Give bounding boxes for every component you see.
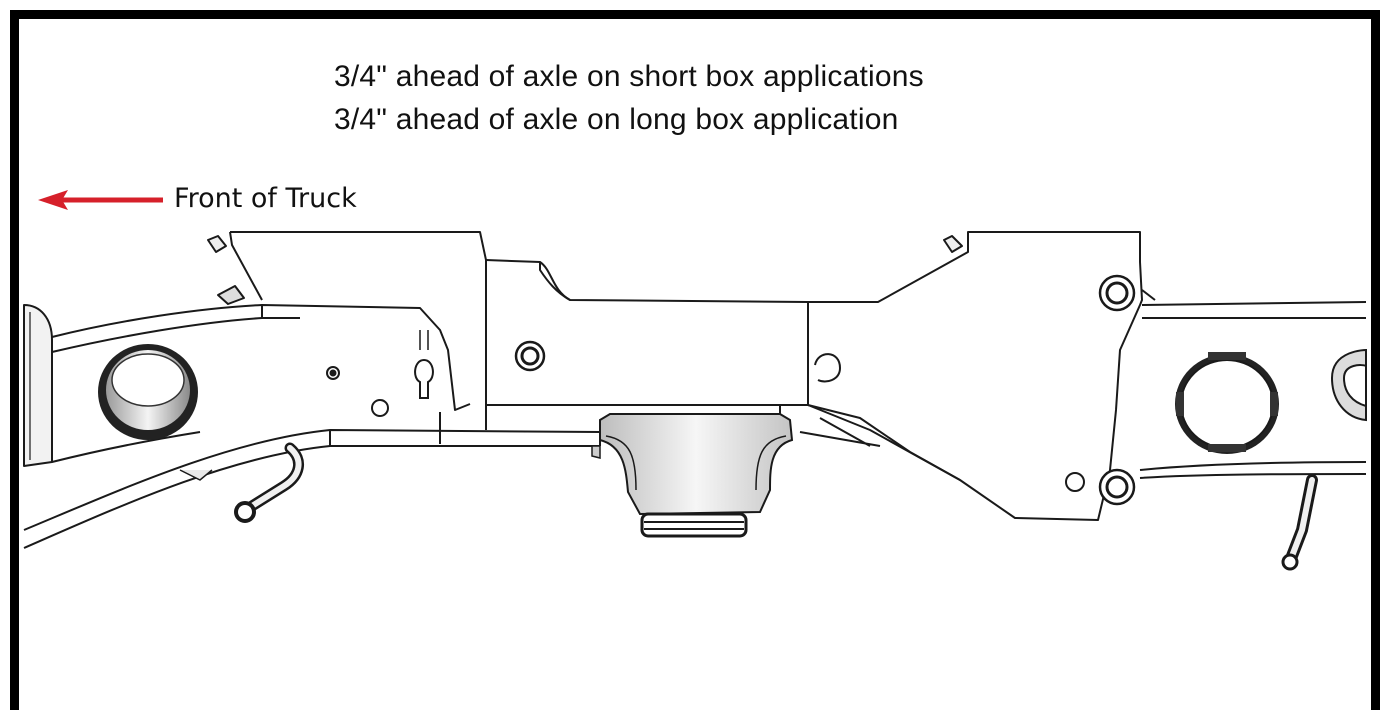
crossmember-tube-left — [98, 344, 198, 440]
front-of-truck-label: Front of Truck — [174, 183, 357, 214]
frame-rail — [23, 231, 1367, 549]
crossmember-tube-right — [1175, 352, 1279, 454]
caption-line-1: 3/4" ahead of axle on short box applicat… — [334, 60, 924, 93]
bolt-right-upper — [1098, 274, 1136, 312]
bolt-right-lower — [1098, 468, 1136, 506]
brake-line-right — [1281, 474, 1318, 571]
hole-right-small — [1065, 472, 1085, 492]
brake-line-left — [179, 442, 304, 523]
diagram-border — [10, 10, 1380, 710]
rail-holes-left — [326, 330, 434, 417]
front-direction-arrow-icon — [38, 190, 163, 210]
round-tab — [814, 353, 842, 383]
axle-mount-bracket — [591, 413, 794, 538]
slot-opening-right — [1330, 348, 1367, 422]
caption-line-2: 3/4" ahead of axle on long box applicati… — [334, 103, 899, 136]
bolt-center — [514, 340, 546, 372]
